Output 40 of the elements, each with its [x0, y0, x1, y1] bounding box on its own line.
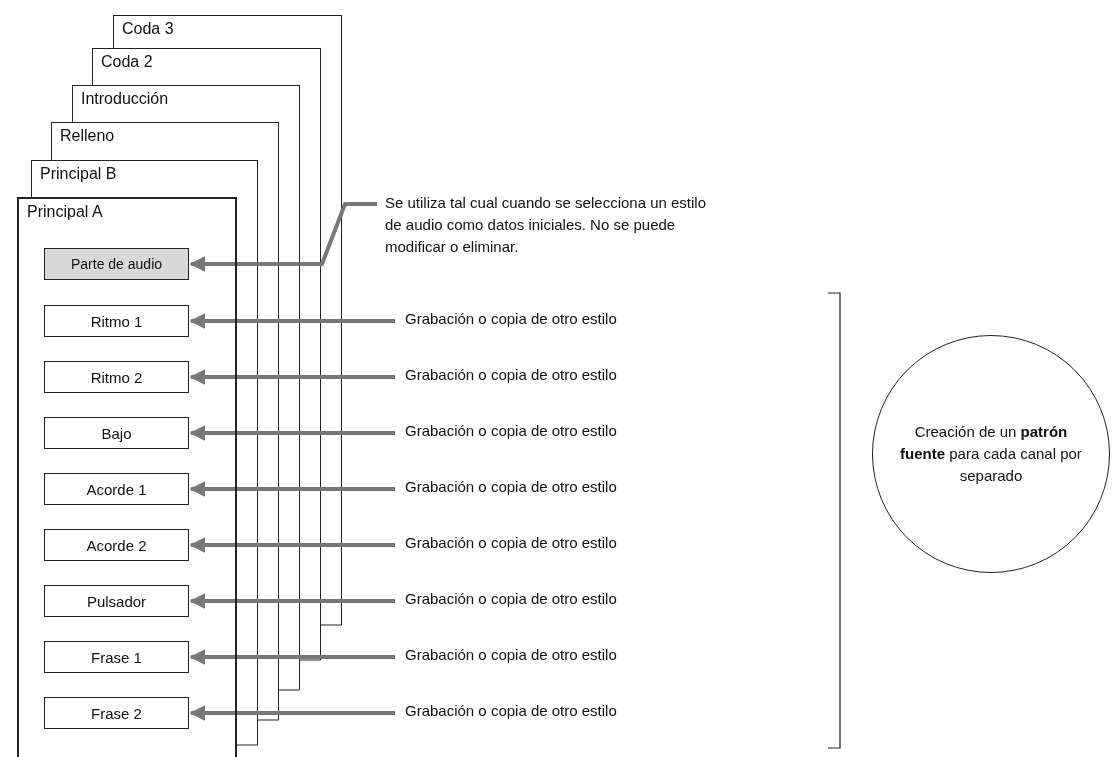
part-box: Bajo	[44, 417, 189, 449]
card-title: Principal A	[27, 203, 103, 221]
note-text: Se utiliza tal cual cuando se selecciona un estilo de audio como datos iniciales. No se puede modificar o eliminar.	[385, 192, 725, 258]
source-note: Grabación o copia de otro estilo	[405, 700, 617, 722]
arrow	[189, 649, 395, 665]
source-note: Grabación o copia de otro estilo	[405, 476, 617, 498]
part-box: Pulsador	[44, 585, 189, 617]
source-note: Grabación o copia de otro estilo	[405, 308, 617, 330]
arrow	[189, 425, 395, 441]
part-box: Frase 2	[44, 697, 189, 729]
section-card	[92, 48, 321, 85]
section-card	[51, 122, 279, 160]
card-title: Coda 3	[122, 20, 174, 38]
part-box: Frase 1	[44, 641, 189, 673]
part-box: Ritmo 1	[44, 305, 189, 337]
card-title: Principal B	[40, 165, 117, 183]
part-box: Ritmo 2	[44, 361, 189, 393]
part-box: Acorde 1	[44, 473, 189, 505]
arrow	[189, 202, 377, 272]
arrow	[189, 593, 395, 609]
part-box: Acorde 2	[44, 529, 189, 561]
source-note: Grabación o copia de otro estilo	[405, 364, 617, 386]
arrow	[189, 705, 395, 721]
section-card	[72, 85, 300, 122]
source-note: Grabación o copia de otro estilo	[405, 588, 617, 610]
source-note: Grabación o copia de otro estilo	[405, 532, 617, 554]
section-card	[113, 15, 342, 48]
part-box: Parte de audio	[44, 248, 189, 280]
section-card	[17, 197, 237, 757]
card-title: Relleno	[60, 127, 115, 145]
arrow	[189, 369, 395, 385]
section-card	[31, 160, 258, 197]
arrow	[189, 537, 395, 553]
card-title: Coda 2	[101, 53, 153, 71]
arrow	[189, 313, 395, 329]
source-note: Grabación o copia de otro estilo	[405, 644, 617, 666]
arrow	[189, 481, 395, 497]
circle-text: Creación de un patrón fuente para cada canal por separado	[899, 422, 1083, 486]
card-title: Introducción	[81, 90, 169, 108]
source-note: Grabación o copia de otro estilo	[405, 420, 617, 442]
